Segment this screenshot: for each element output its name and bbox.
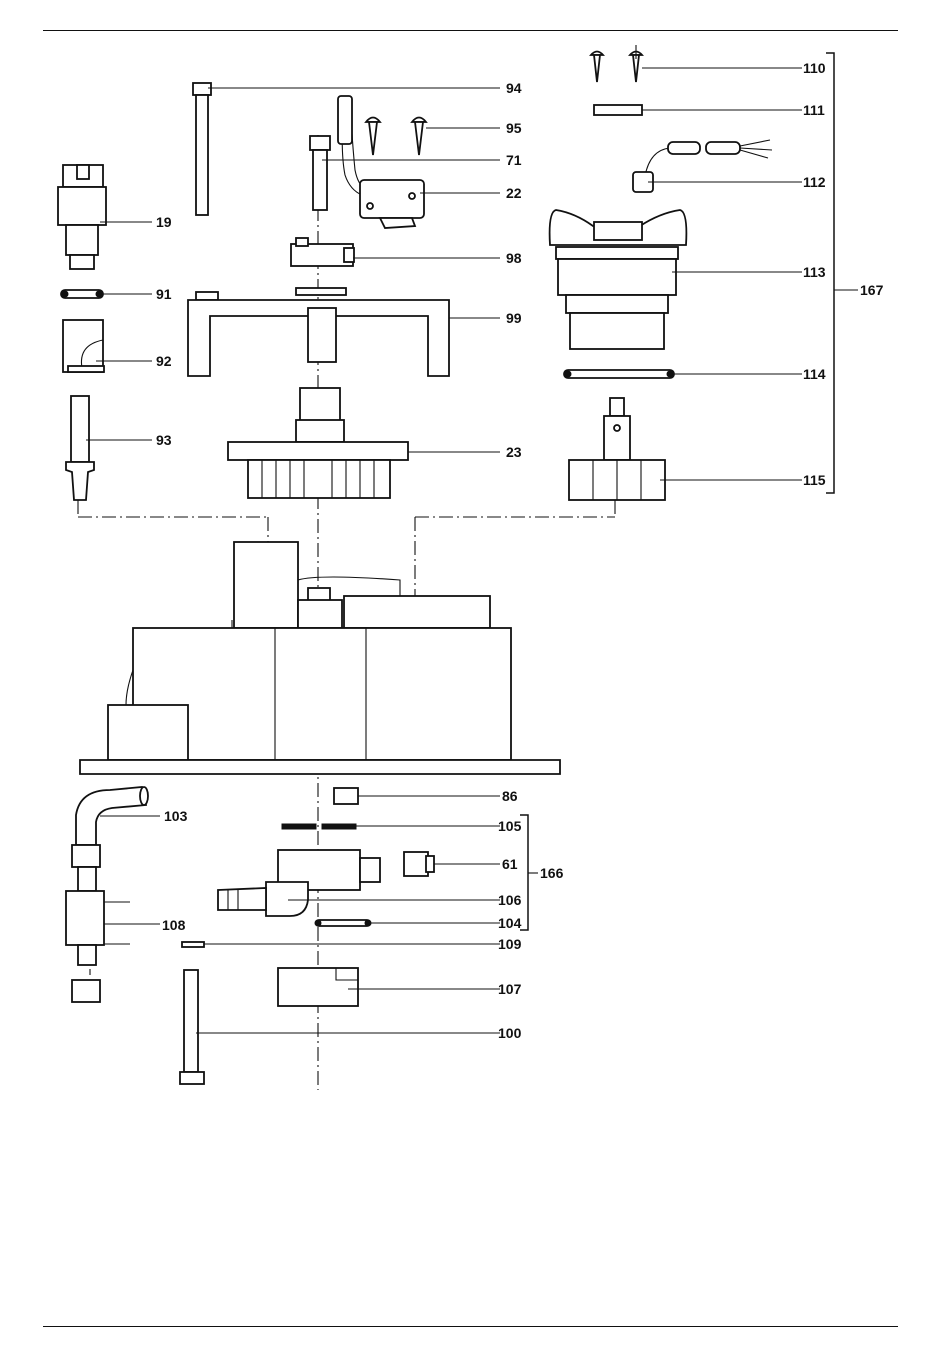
part-71-bolt xyxy=(310,136,330,210)
part-94-pin xyxy=(193,83,211,215)
callout-92: 92 xyxy=(156,353,172,369)
callout-91: 91 xyxy=(156,286,172,302)
group-label-166: 166 xyxy=(540,865,564,881)
part-109 xyxy=(182,942,204,947)
callout-113: 113 xyxy=(803,264,826,280)
callout-111: 111 xyxy=(803,102,825,118)
bracket-167 xyxy=(826,53,858,493)
part-115-impeller xyxy=(569,398,665,500)
callout-105: 105 xyxy=(498,818,522,834)
callout-22: 22 xyxy=(506,185,522,201)
part-110-pins xyxy=(591,45,642,82)
callout-23: 23 xyxy=(506,444,522,460)
part-22-microswitch xyxy=(338,96,424,228)
callout-106: 106 xyxy=(498,892,522,908)
callout-94: 94 xyxy=(506,80,522,96)
callout-115: 115 xyxy=(803,472,826,488)
callout-71: 71 xyxy=(506,152,522,168)
callout-100: 100 xyxy=(498,1025,522,1041)
callout-107: 107 xyxy=(498,981,522,997)
group-label-167: 167 xyxy=(860,282,884,298)
part-98-clip xyxy=(291,238,354,266)
callout-99: 99 xyxy=(506,310,522,326)
part-104-ring xyxy=(315,920,371,926)
callout-110: 110 xyxy=(803,60,826,76)
part-95-screws xyxy=(366,118,426,156)
part-23-gear xyxy=(228,388,408,498)
callout-114: 114 xyxy=(803,366,826,382)
part-111-bar xyxy=(594,105,642,115)
part-61 xyxy=(404,852,434,876)
motor-housing-assembly xyxy=(80,542,560,774)
callout-104: 104 xyxy=(498,915,522,931)
part-93-shaft xyxy=(66,396,94,500)
callout-86: 86 xyxy=(502,788,518,804)
callout-103: 103 xyxy=(164,808,188,824)
part-107 xyxy=(278,968,358,1006)
part-113-hopper xyxy=(550,210,687,349)
callout-109: 109 xyxy=(498,936,522,952)
callout-19: 19 xyxy=(156,214,172,230)
callout-61: 61 xyxy=(502,856,518,872)
callout-95: 95 xyxy=(506,120,522,136)
part-99-bracket xyxy=(188,288,449,376)
callout-98: 98 xyxy=(506,250,522,266)
part-86 xyxy=(334,788,358,804)
part-92-sleeve xyxy=(63,320,104,372)
part-106-valve-body xyxy=(218,850,380,916)
callout-112: 112 xyxy=(803,174,826,190)
part-19-valve xyxy=(58,165,106,269)
part-91-oring xyxy=(61,290,103,298)
part-100-pin xyxy=(180,970,204,1084)
bracket-166 xyxy=(520,815,538,930)
callout-108: 108 xyxy=(162,917,186,933)
part-112-connector xyxy=(633,140,772,192)
part-114-oring xyxy=(564,370,674,378)
leader-lines xyxy=(86,68,802,1033)
part-105-rings xyxy=(282,824,356,829)
callout-93: 93 xyxy=(156,432,172,448)
